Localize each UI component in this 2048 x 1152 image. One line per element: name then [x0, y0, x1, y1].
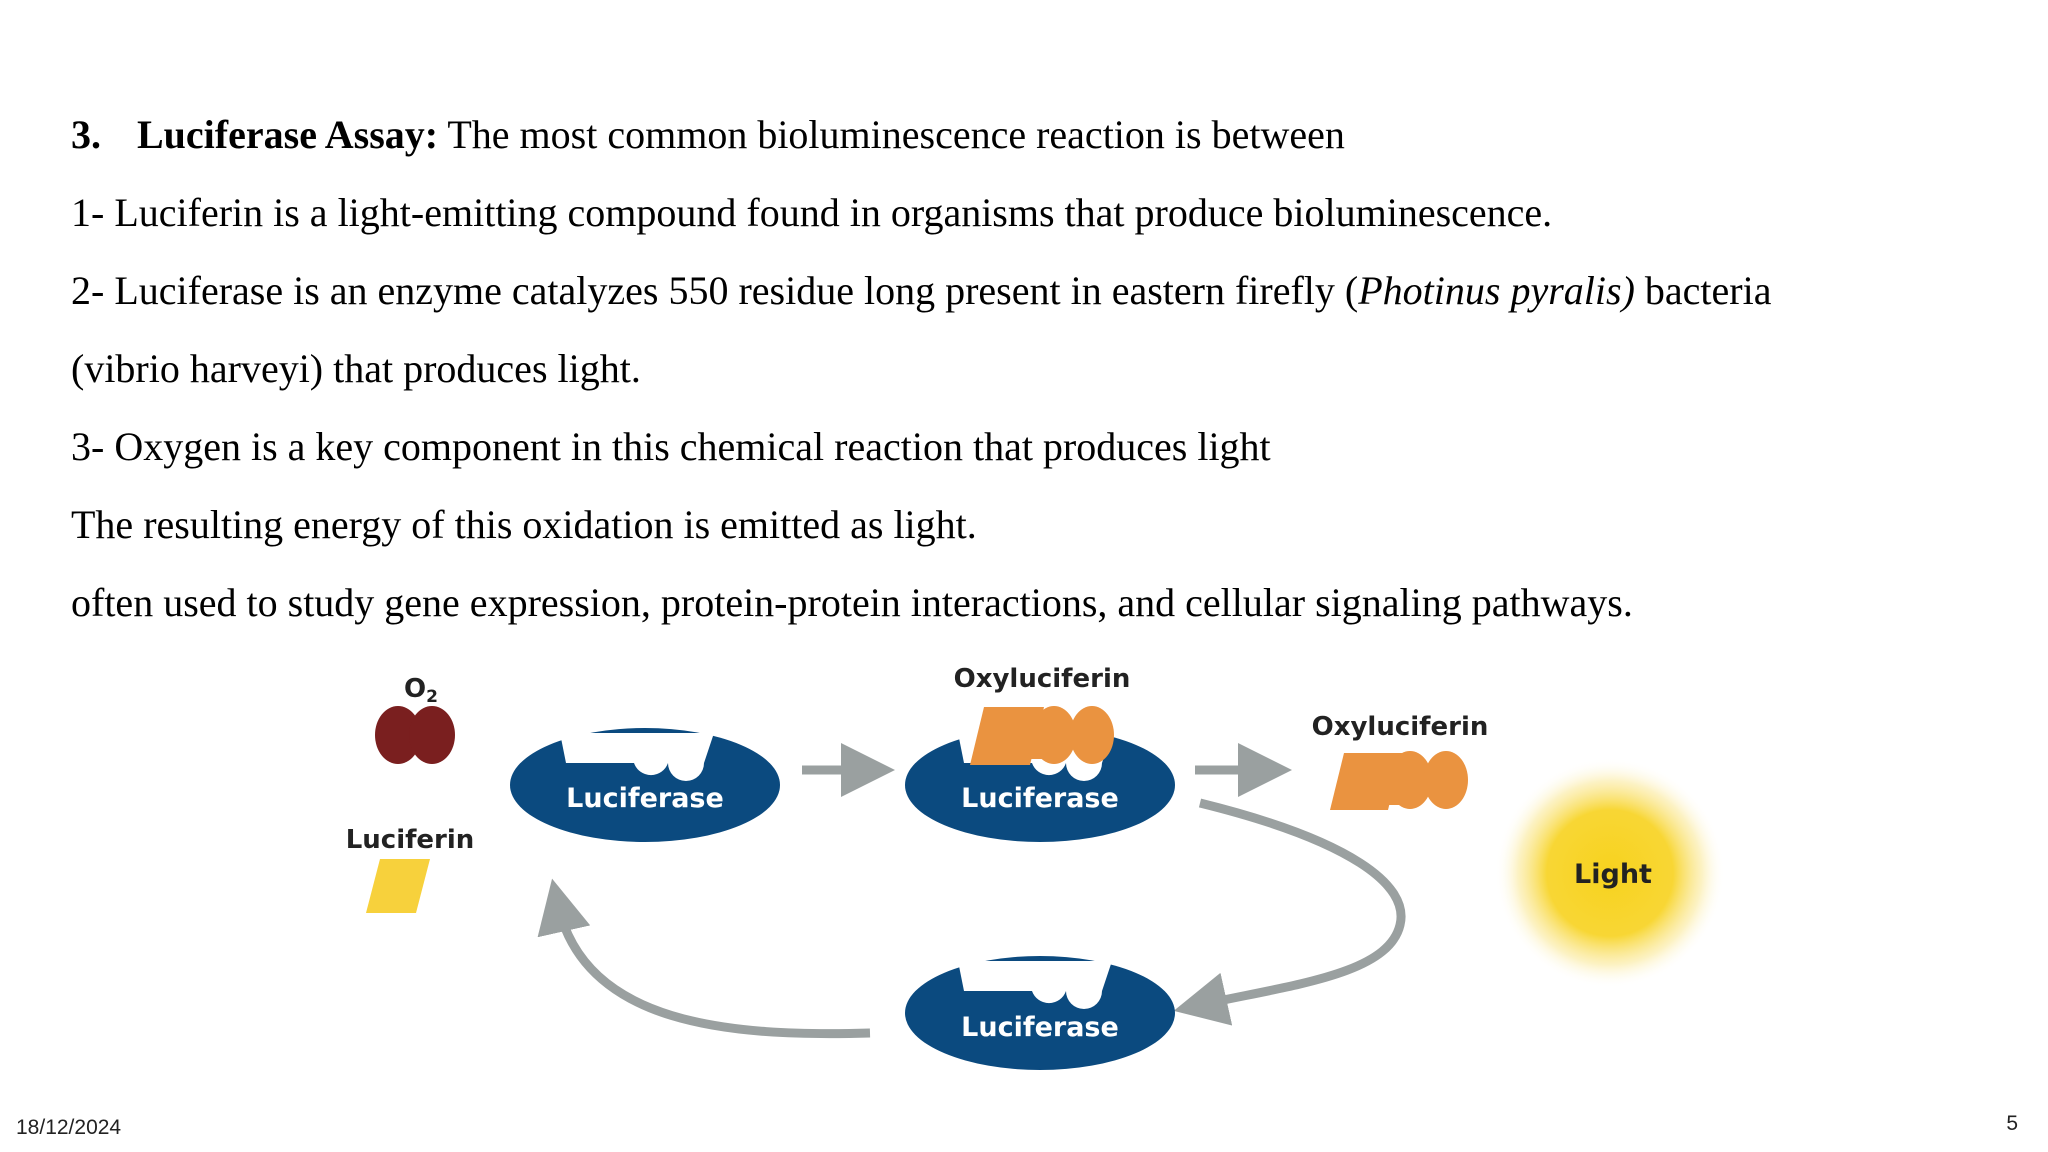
footer-date: 18/12/2024: [16, 1116, 122, 1139]
heading-line: 3. Luciferase Assay: The most common biol…: [71, 96, 2011, 174]
arrow-recycle-curve: [537, 878, 871, 1039]
line2-pre: 2- Luciferase is an enzyme catalyzes 550…: [71, 268, 1359, 313]
light-glow: [1495, 758, 1725, 988]
arrow-return-curve: [1173, 798, 1406, 1026]
luciferase-label-1: Luciferase: [566, 783, 724, 814]
oxyluciferin-free-shape: [1330, 751, 1468, 810]
line2-italic: Photinus pyralis): [1358, 268, 1635, 313]
luciferase-label-3: Luciferase: [961, 1012, 1119, 1043]
luciferase-label-2: Luciferase: [961, 783, 1119, 814]
text-line-5: The resulting energy of this oxidation i…: [71, 502, 977, 547]
heading-rest: The most common bioluminescence reaction…: [438, 112, 1345, 157]
luciferase-enzyme-3: Luciferase: [905, 956, 1175, 1070]
text-line-1: 1- Luciferin is a light-emitting compoun…: [71, 190, 1553, 235]
luciferase-reaction-diagram: O2 Luciferin Luciferase Oxyluciferin Luc…: [346, 664, 1725, 1070]
light-label: Light: [1574, 859, 1652, 890]
oxygen-atom-right: [409, 706, 455, 764]
list-number: 3.: [71, 112, 101, 157]
text-line-2: 2- Luciferase is an enzyme catalyzes 550…: [71, 252, 2011, 330]
oxygen-atom-left: [375, 706, 421, 764]
page-number: 5: [2006, 1112, 2018, 1135]
text-line-3: (vibrio harveyi) that produces light.: [71, 346, 641, 391]
heading-bold: Luciferase Assay:: [137, 112, 439, 157]
text-line-4: 3- Oxygen is a key component in this che…: [71, 424, 1271, 469]
luciferin-label: Luciferin: [346, 825, 475, 855]
oxyluciferin-label-free: Oxyluciferin: [1312, 712, 1489, 742]
luciferase-enzyme-1: Luciferase: [510, 728, 780, 842]
line2-post: bacteria: [1634, 268, 1772, 313]
luciferin-shape: [366, 859, 430, 913]
o2-label: O2: [404, 674, 438, 707]
body-text: 3. Luciferase Assay: The most common biol…: [71, 96, 2011, 642]
oxyluciferin-label-bound: Oxyluciferin: [954, 664, 1131, 694]
oxyluciferin-bound-shape: [970, 706, 1114, 765]
text-line-6: often used to study gene expression, pro…: [71, 580, 1633, 625]
